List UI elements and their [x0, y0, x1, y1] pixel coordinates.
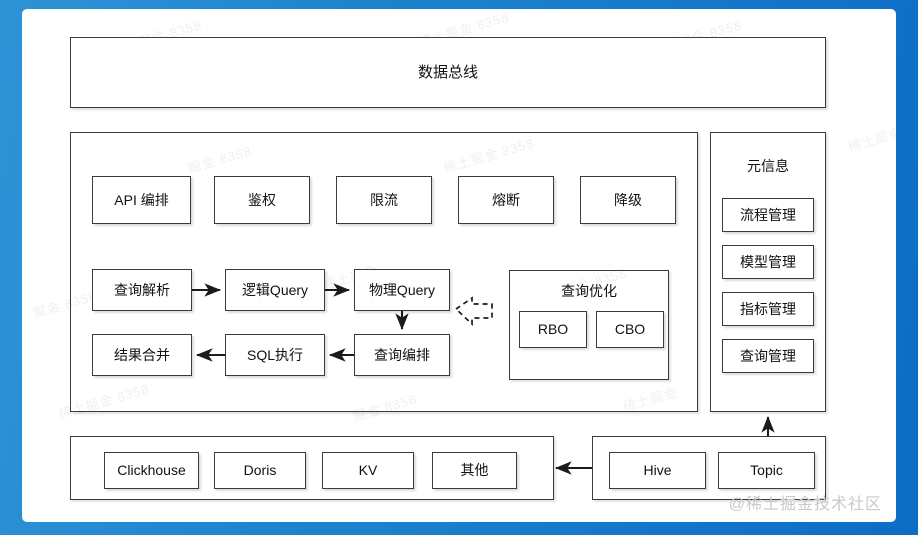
data-bus-box[interactable]: 数据总线 — [70, 37, 826, 108]
query-node-parse[interactable]: 查询解析 — [92, 269, 192, 311]
source-box-topic[interactable]: Topic — [718, 452, 815, 489]
service-box-api-orchestration[interactable]: API 编排 — [92, 176, 191, 224]
query-node-physical-query[interactable]: 物理Query — [354, 269, 450, 311]
storage-box-doris[interactable]: Doris — [214, 452, 306, 489]
source-panel — [592, 436, 826, 500]
query-optimize-cbo-box[interactable]: CBO — [596, 311, 664, 348]
metadata-box-model-mgmt[interactable]: 模型管理 — [722, 245, 814, 279]
query-optimize-rbo-box[interactable]: RBO — [519, 311, 587, 348]
service-box-degrade[interactable]: 降级 — [580, 176, 676, 224]
metadata-panel — [710, 132, 826, 412]
storage-box-clickhouse[interactable]: Clickhouse — [104, 452, 199, 489]
query-optimize-title: 查询优化 — [561, 283, 617, 299]
service-box-rate-limit[interactable]: 限流 — [336, 176, 432, 224]
metadata-box-process-mgmt[interactable]: 流程管理 — [722, 198, 814, 232]
query-node-orchestration[interactable]: 查询编排 — [354, 334, 450, 376]
query-node-sql-execute[interactable]: SQL执行 — [225, 334, 325, 376]
background-watermark: 稀土掘金 — [846, 124, 896, 155]
query-node-logical-query[interactable]: 逻辑Query — [225, 269, 325, 311]
engine-panel — [70, 132, 698, 412]
metadata-box-metric-mgmt[interactable]: 指标管理 — [722, 292, 814, 326]
corner-watermark: @稀土掘金技术社区 — [728, 496, 882, 513]
service-box-auth[interactable]: 鉴权 — [214, 176, 310, 224]
diagram-card: 掘金 8358 稀土掘金 8358 掘金 8358 稀土掘金 掘金 8358 稀… — [22, 9, 896, 522]
storage-panel — [70, 436, 554, 500]
storage-box-kv[interactable]: KV — [322, 452, 414, 489]
query-node-result-merge[interactable]: 结果合并 — [92, 334, 192, 376]
storage-box-other[interactable]: 其他 — [432, 452, 517, 489]
service-box-circuit-breaker[interactable]: 熔断 — [458, 176, 554, 224]
metadata-box-query-mgmt[interactable]: 查询管理 — [722, 339, 814, 373]
query-optimize-panel — [509, 270, 669, 380]
metadata-panel-title: 元信息 — [747, 158, 789, 174]
source-box-hive[interactable]: Hive — [609, 452, 706, 489]
